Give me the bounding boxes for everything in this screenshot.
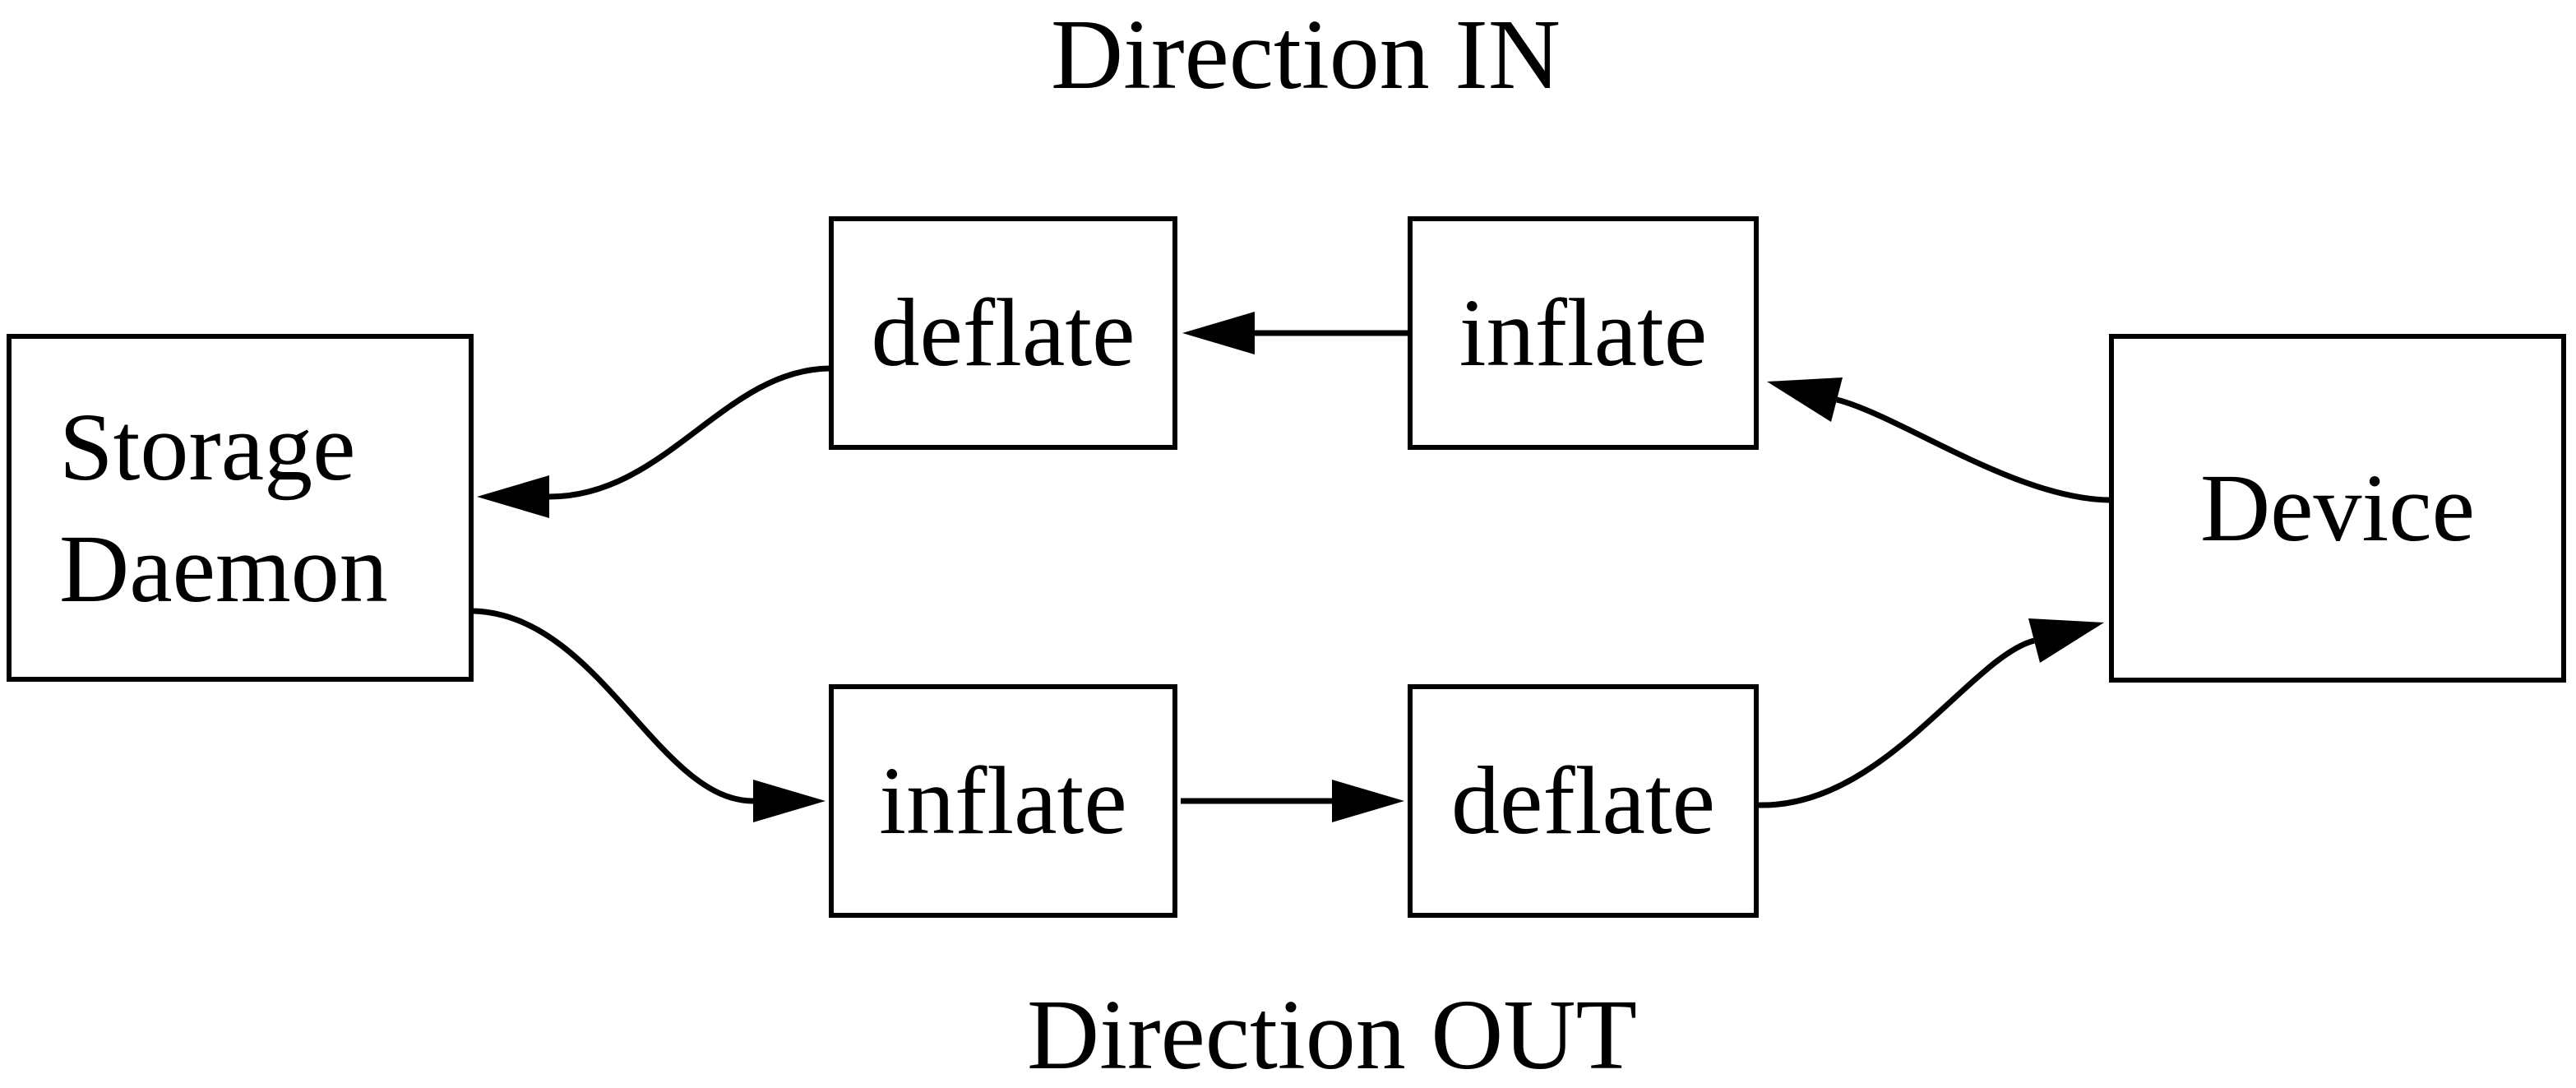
arrow-out-inflate-to-deflate: [1181, 780, 1404, 822]
direction-in-deflate-label: deflate: [871, 279, 1135, 387]
direction-out-deflate-box: deflate: [1408, 684, 1759, 918]
arrow-out-deflate-to-device: [1758, 618, 2104, 808]
arrow-in-device-to-inflate: [1767, 377, 2110, 503]
direction-in-inflate-box: inflate: [1408, 216, 1759, 450]
direction-out-inflate-box: inflate: [829, 684, 1177, 918]
device-label: Device: [2199, 454, 2476, 563]
direction-in-title: Direction IN: [1051, 0, 1561, 110]
arrow-in-inflate-to-deflate: [1182, 312, 1408, 354]
direction-out-inflate-label: inflate: [879, 747, 1127, 855]
storage-daemon-box: Storage Daemon: [7, 334, 474, 682]
arrow-out-storage-to-inflate: [473, 608, 826, 822]
direction-out-deflate-label: deflate: [1451, 747, 1715, 855]
storage-daemon-label-line1: Storage: [59, 393, 356, 501]
direction-in-deflate-box: deflate: [829, 216, 1177, 450]
storage-daemon-label-line2: Daemon: [59, 514, 388, 623]
direction-out-title: Direction OUT: [1027, 979, 1637, 1088]
device-box: Device: [2109, 334, 2566, 683]
arrow-in-deflate-to-storage: [477, 365, 830, 518]
direction-in-inflate-label: inflate: [1459, 279, 1708, 387]
